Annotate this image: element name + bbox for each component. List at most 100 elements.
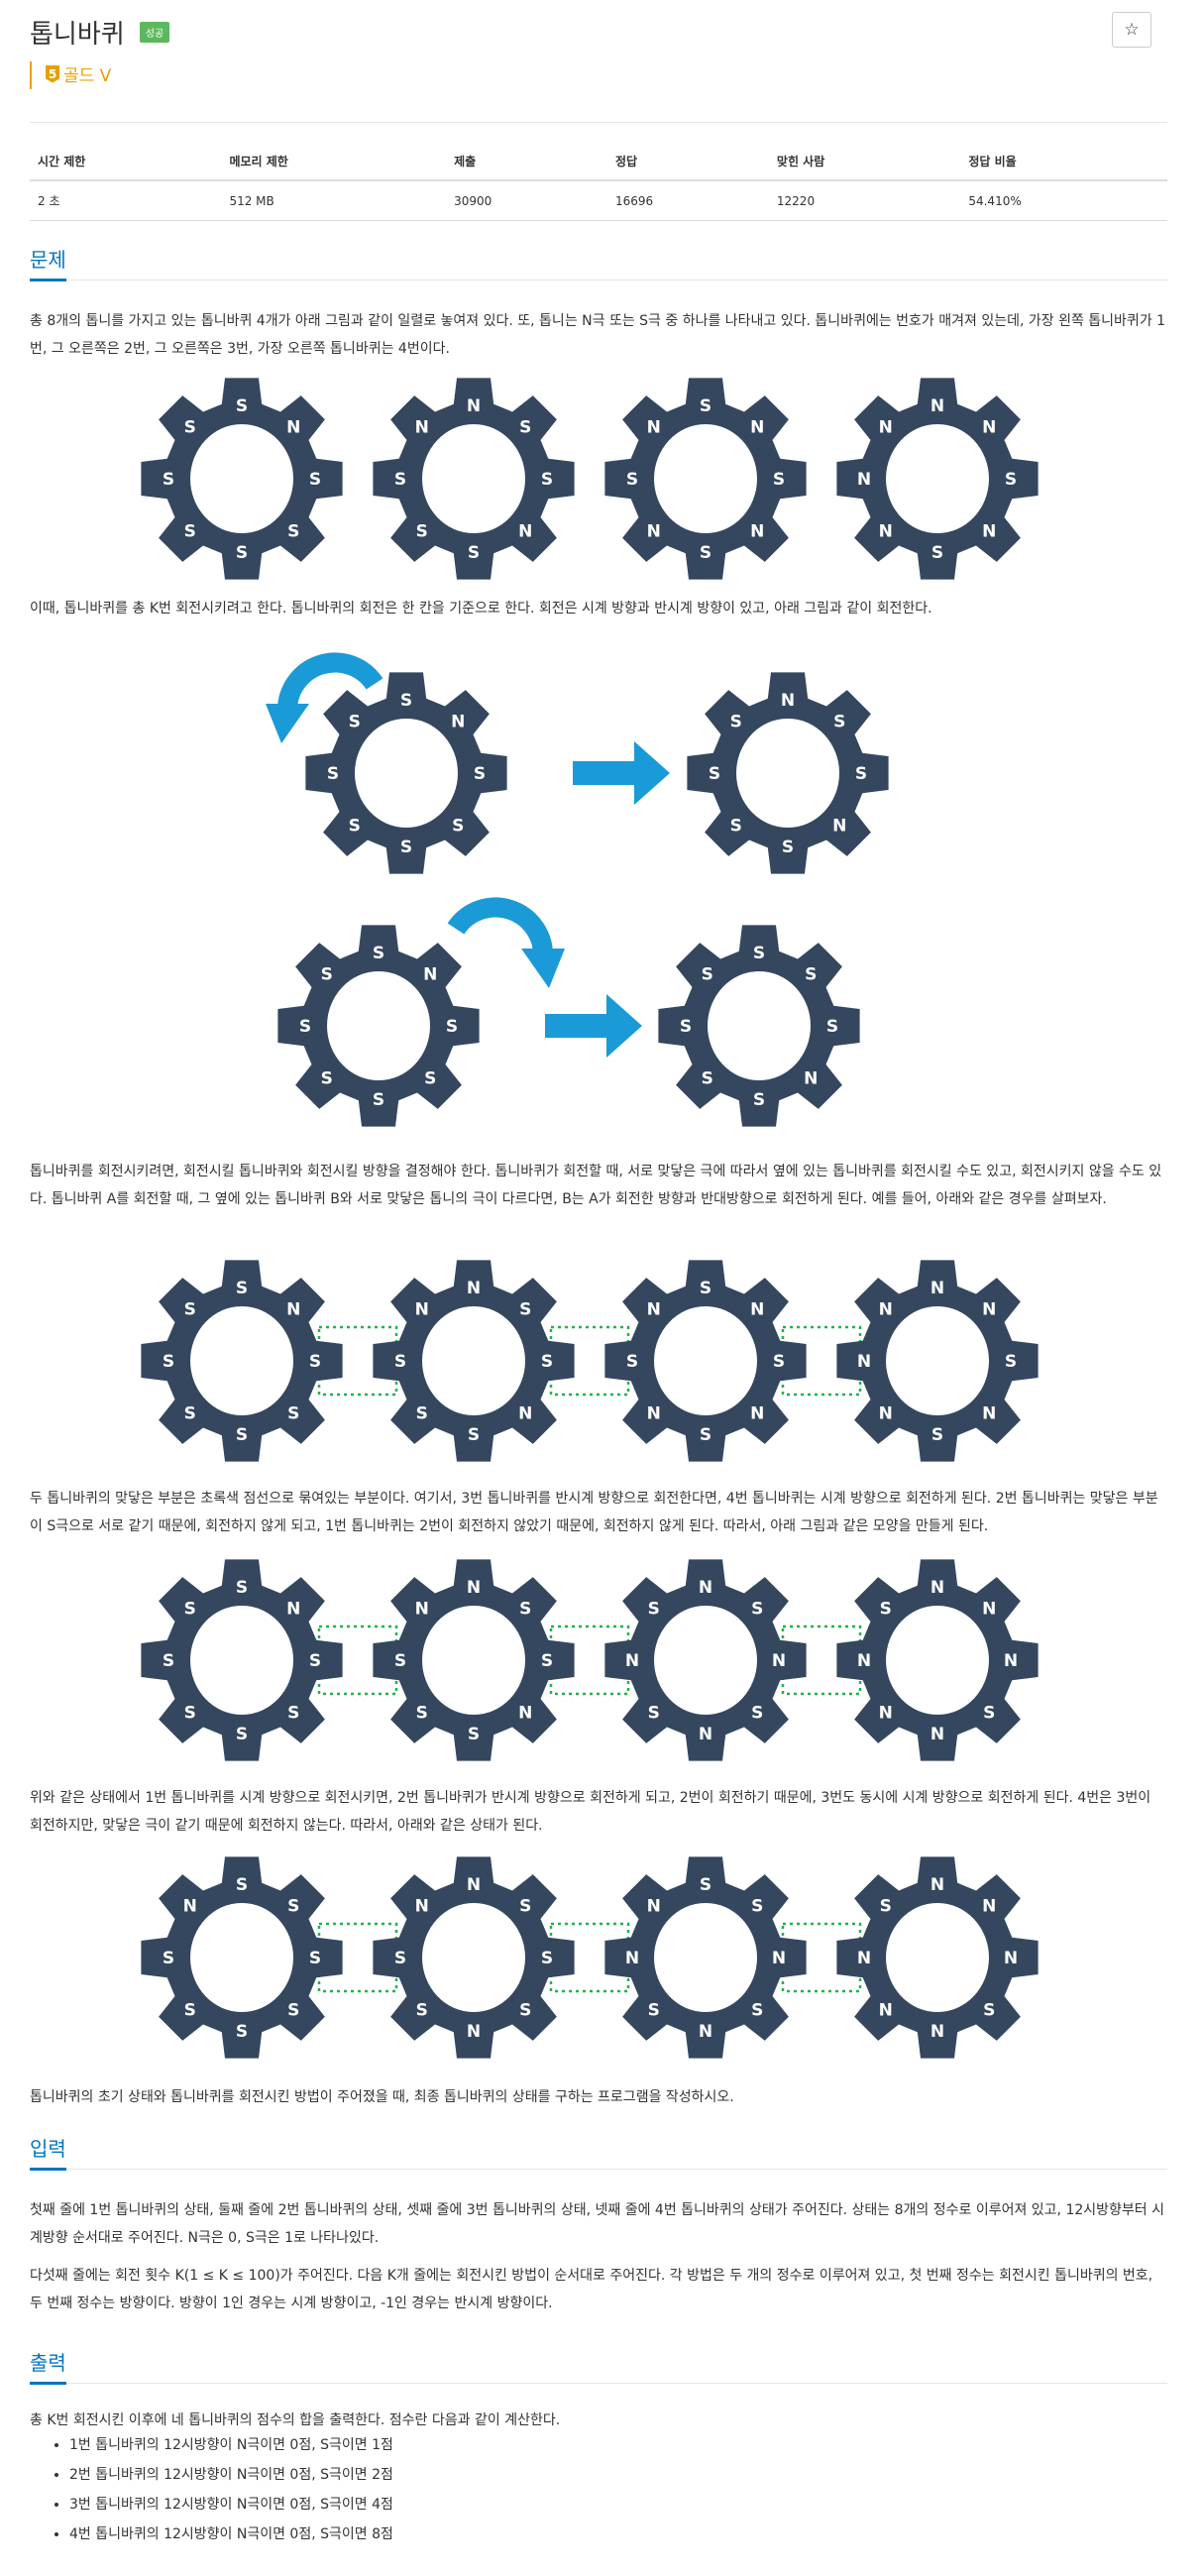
tooth-pole-label: S xyxy=(446,1017,458,1037)
tier-label: 골드 V xyxy=(63,66,112,86)
tooth-pole-label: S xyxy=(519,1897,531,1917)
page-title: 톱니바퀴 xyxy=(30,20,125,50)
tooth-pole-label: S xyxy=(287,521,299,541)
tooth-pole-label: N xyxy=(879,1300,893,1320)
problem-paragraph-2: 이때, 톱니바퀴를 총 K번 회전시키려고 한다. 톱니바퀴의 회전은 한 칸을… xyxy=(30,601,932,616)
problem-heading: 문제 xyxy=(30,244,66,281)
tier-icon: 5 xyxy=(46,64,59,83)
tooth-pole-label: S xyxy=(541,1651,553,1671)
right-arrow-icon xyxy=(573,741,670,805)
tooth-pole-label: S xyxy=(700,1425,711,1445)
tooth-pole-label: S xyxy=(184,1703,196,1723)
tooth-pole-label: S xyxy=(236,1875,248,1895)
gear-hole xyxy=(654,1903,757,2012)
tooth-pole-label: S xyxy=(1005,1352,1017,1372)
input-paragraph-1: 첫째 줄에 1번 톱니바퀴의 상태, 둘째 줄에 2번 톱니바퀴의 상태, 셋째… xyxy=(30,2202,1164,2246)
tooth-pole-label: N xyxy=(982,521,996,541)
problem-section-heading: 문제 xyxy=(30,244,1167,281)
tooth-pole-label: S xyxy=(184,521,196,541)
tooth-pole-label: S xyxy=(349,713,361,732)
header-time-limit: 시간 제한 xyxy=(30,143,222,181)
tooth-pole-label: S xyxy=(287,1897,299,1917)
info-value-row: 2 초 512 MB 30900 16696 12220 54.410% xyxy=(30,180,1167,221)
tooth-pole-label: N xyxy=(930,396,944,416)
gear-hole xyxy=(422,1903,525,2012)
list-item: 4번 톱니바퀴의 12시방향이 N극이면 0점, S극이면 8점 xyxy=(69,2520,393,2549)
header-submissions: 제출 xyxy=(446,143,607,181)
tooth-pole-label: S xyxy=(648,1600,660,1620)
input-heading: 입력 xyxy=(30,2133,66,2171)
tooth-pole-label: N xyxy=(647,1897,661,1917)
tooth-pole-label: S xyxy=(400,691,412,711)
tooth-pole-label: N xyxy=(750,1300,764,1320)
list-item: 1번 톱니바퀴의 12시방향이 N극이면 0점, S극이면 1점 xyxy=(69,2430,393,2460)
input-section-heading: 입력 xyxy=(30,2133,1167,2171)
header-memory-limit: 메모리 제한 xyxy=(221,143,447,181)
tooth-pole-label: S xyxy=(287,1703,299,1723)
tooth-pole-label: S xyxy=(541,1949,553,1968)
divider xyxy=(30,122,1167,123)
tooth-pole-label: S xyxy=(416,1403,428,1423)
tooth-pole-label: S xyxy=(184,418,196,438)
accept-ratio-value: 54.410% xyxy=(960,180,1167,221)
tooth-pole-label: S xyxy=(309,1651,321,1671)
tooth-pole-label: N xyxy=(467,1578,481,1598)
problem-paragraph-4: 두 톱니바퀴의 맞닿은 부분은 초록색 점선으로 묶여있는 부분이다. 여기서,… xyxy=(30,1491,1158,1534)
gear-hole xyxy=(327,971,430,1080)
tooth-pole-label: S xyxy=(184,1300,196,1320)
tooth-pole-label: S xyxy=(349,816,361,836)
tooth-pole-label: N xyxy=(772,1949,786,1968)
tooth-pole-label: N xyxy=(647,521,661,541)
tooth-pole-label: S xyxy=(236,1279,248,1298)
tooth-pole-label: S xyxy=(416,1703,428,1723)
tooth-pole-label: S xyxy=(416,2000,428,2020)
tooth-pole-label: S xyxy=(163,1651,174,1671)
submissions-value: 30900 xyxy=(446,180,607,221)
tooth-pole-label: S xyxy=(468,1725,480,1744)
tooth-pole-label: S xyxy=(236,1578,248,1598)
tooth-pole-label: N xyxy=(699,1725,712,1744)
gear-hole xyxy=(422,1606,525,1715)
tooth-pole-label: N xyxy=(750,1403,764,1423)
output-list: 1번 톱니바퀴의 12시방향이 N극이면 0점, S극이면 1점 2번 톱니바퀴… xyxy=(30,2430,393,2549)
tooth-pole-label: N xyxy=(1004,1949,1018,1968)
tooth-pole-label: S xyxy=(626,470,638,490)
tooth-pole-label: N xyxy=(930,1578,944,1598)
tooth-pole-label: S xyxy=(700,1875,711,1895)
tooth-pole-label: N xyxy=(625,1651,639,1671)
gear-hole xyxy=(190,1306,293,1415)
memory-limit-value: 512 MB xyxy=(221,180,447,221)
tooth-pole-label: N xyxy=(647,1300,661,1320)
tooth-pole-label: S xyxy=(321,965,333,985)
gear-hole xyxy=(886,1606,989,1715)
tooth-pole-label: N xyxy=(930,2022,944,2042)
tooth-pole-label: N xyxy=(286,1300,300,1320)
header-accept-ratio: 정답 비율 xyxy=(960,143,1167,181)
tooth-pole-label: S xyxy=(702,965,713,985)
right-arrow-icon xyxy=(545,994,642,1058)
tooth-pole-label: S xyxy=(184,2000,196,2020)
tooth-pole-label: S xyxy=(474,764,486,784)
tooth-pole-label: S xyxy=(424,1068,436,1088)
problem-paragraph-5: 위와 같은 상태에서 1번 톱니바퀴를 시계 방향으로 회전시키면, 2번 톱니… xyxy=(30,1790,1151,1834)
tooth-pole-label: N xyxy=(647,418,661,438)
tooth-pole-label: S xyxy=(236,1425,248,1445)
tooth-pole-label: N xyxy=(930,1279,944,1298)
tooth-pole-label: S xyxy=(648,1703,660,1723)
tooth-pole-label: S xyxy=(880,1600,892,1620)
tooth-pole-label: S xyxy=(519,418,531,438)
gear-hole xyxy=(190,424,293,533)
star-button[interactable]: ☆ xyxy=(1112,12,1151,48)
